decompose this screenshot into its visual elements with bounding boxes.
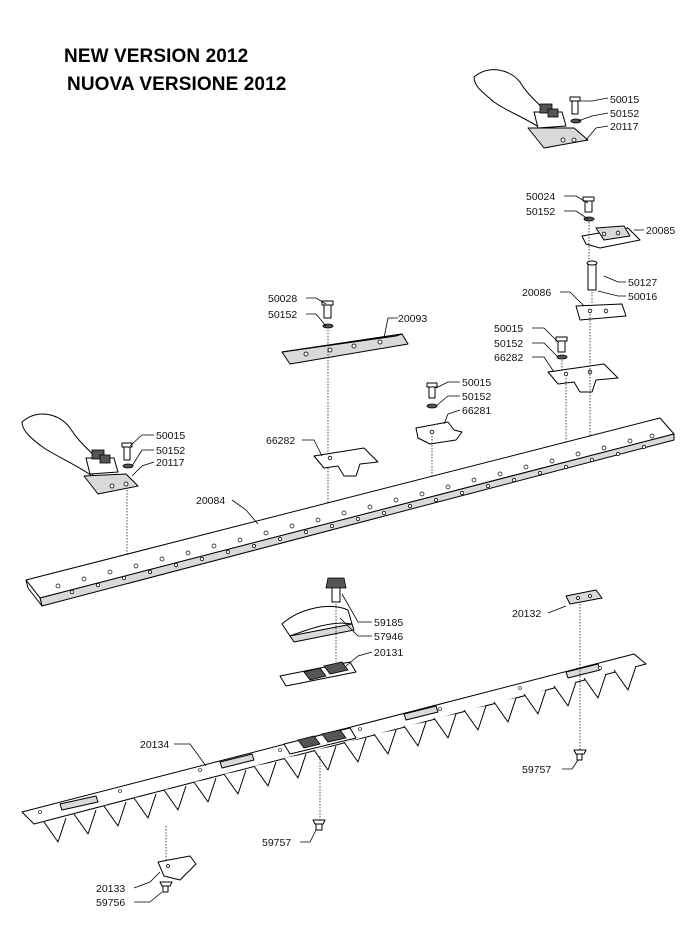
- label-50015-right: 50015: [494, 323, 523, 335]
- knife-bar-20134: [21, 653, 647, 843]
- part-labels: 50015 50152 20117 50024 50152 20085 5012…: [96, 94, 675, 909]
- label-66282-right: 66282: [494, 352, 523, 364]
- label-20131: 20131: [374, 647, 403, 659]
- label-20134: 20134: [140, 739, 169, 751]
- label-20084: 20084: [196, 495, 225, 507]
- main-bar-20084: [25, 417, 675, 607]
- label-20093: 20093: [398, 313, 427, 325]
- label-50016: 50016: [628, 291, 657, 303]
- label-20085: 20085: [646, 225, 675, 237]
- guard-20133: [157, 819, 326, 893]
- knife-head-assembly: [279, 577, 357, 687]
- plate-66282: [313, 447, 379, 477]
- label-20117-top: 20117: [610, 121, 639, 133]
- shoe-assembly-top: [473, 69, 589, 149]
- label-50152-right: 50152: [526, 206, 555, 218]
- label-50152-center-right: 50152: [462, 391, 491, 403]
- label-50015-top: 50015: [610, 94, 639, 106]
- plate-66281: [415, 382, 463, 490]
- label-50152-center: 50152: [268, 309, 297, 321]
- label-66281: 66281: [462, 405, 491, 417]
- label-50015-left: 50015: [156, 430, 185, 442]
- label-59756: 59756: [96, 897, 125, 909]
- label-50028: 50028: [268, 293, 297, 305]
- label-50015-center: 50015: [462, 377, 491, 389]
- title-nuova-versione: NUOVA VERSIONE 2012: [67, 74, 287, 95]
- label-57946: 57946: [374, 631, 403, 643]
- label-59757-center: 59757: [262, 837, 291, 849]
- label-20086: 20086: [522, 287, 551, 299]
- plate-20132: [565, 589, 603, 761]
- label-59757-right: 59757: [522, 764, 551, 776]
- title-new-version: NEW VERSION 2012: [64, 46, 249, 67]
- label-50127: 50127: [628, 277, 657, 289]
- label-59185: 59185: [374, 617, 403, 629]
- label-50152-left: 50152: [156, 445, 185, 457]
- label-50152-top: 50152: [610, 108, 639, 120]
- label-66282-center: 66282: [266, 435, 295, 447]
- leader-lines: [129, 97, 644, 903]
- label-50024: 50024: [526, 191, 555, 203]
- label-20133: 20133: [96, 883, 125, 895]
- plate-20093: [281, 300, 409, 520]
- shoe-assembly-left: [21, 413, 139, 560]
- bracket-stack-right: [547, 196, 641, 450]
- label-50152-right-lower: 50152: [494, 338, 523, 350]
- label-20117-left: 20117: [156, 457, 185, 469]
- label-20132: 20132: [512, 608, 541, 620]
